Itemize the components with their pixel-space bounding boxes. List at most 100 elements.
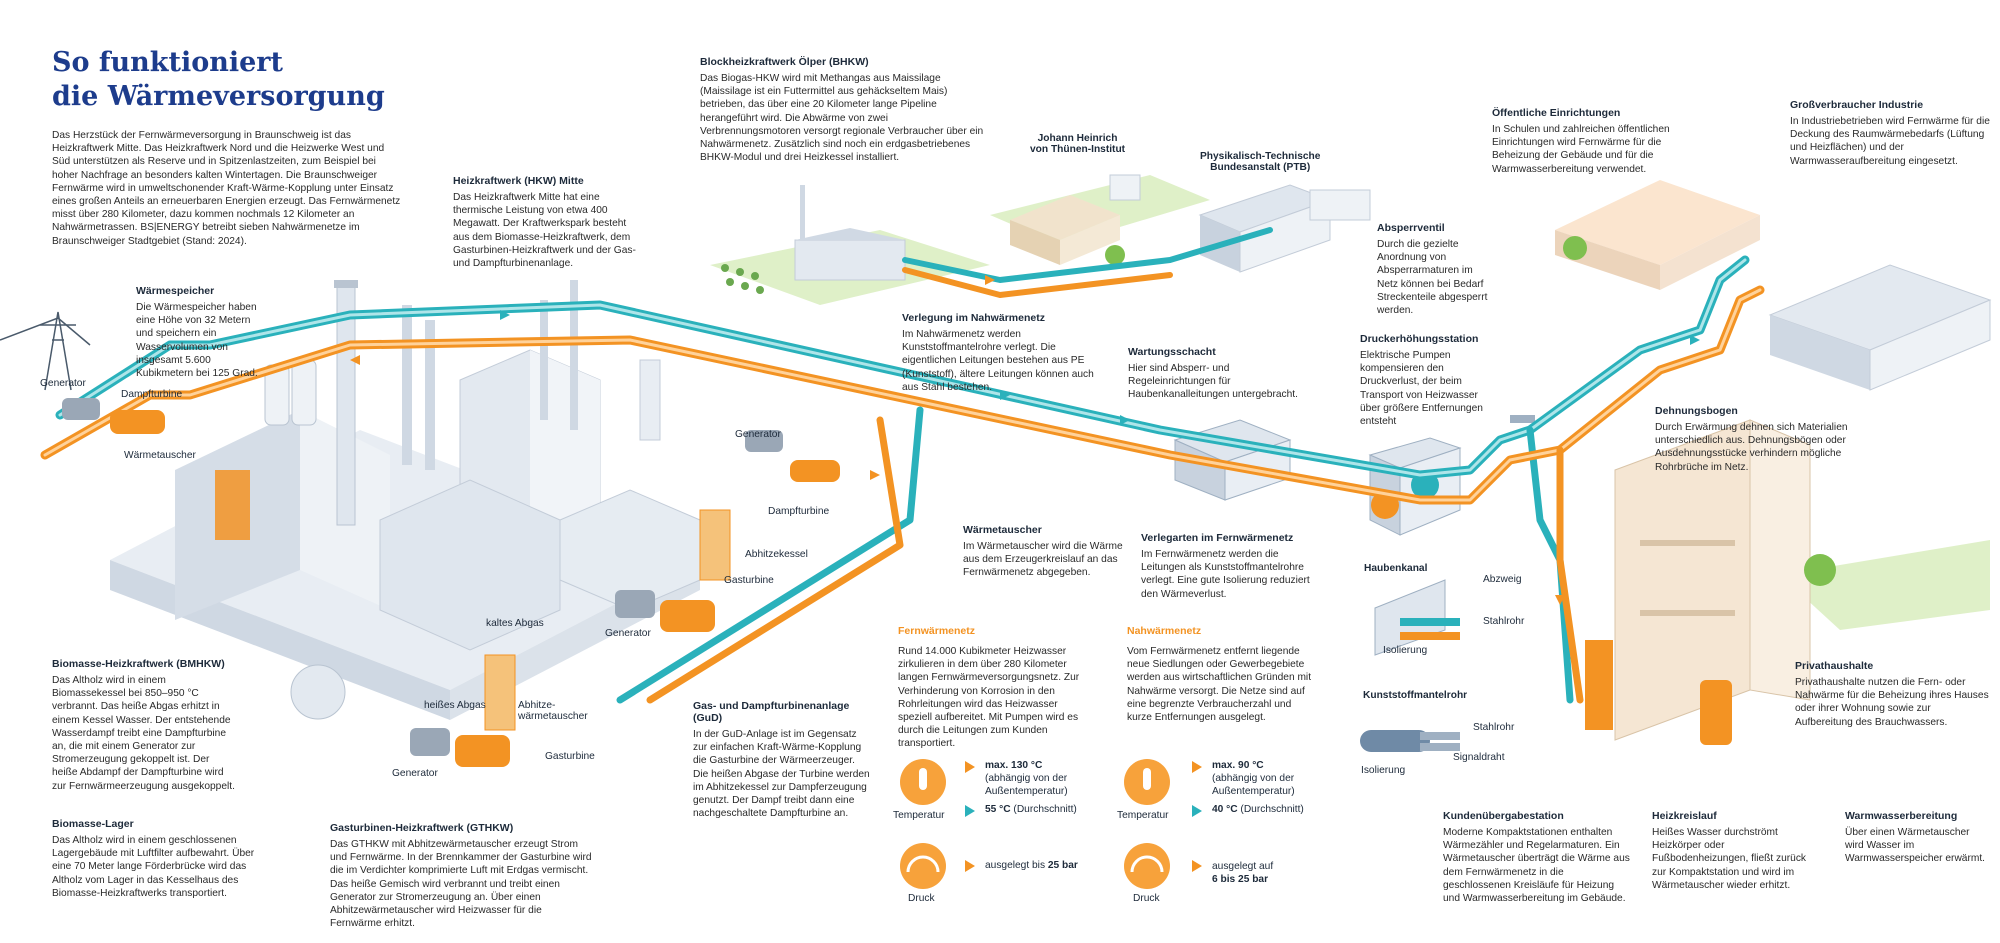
nahwaerme-avg-marker [1192, 805, 1202, 817]
fernwaerme-temp-label: Temperatur [893, 810, 945, 821]
nahwaerme-temp-max-b: (abhängig von der [1212, 773, 1295, 784]
block-gud: Gas- und Dampfturbinenanlage (GuD) In de… [693, 700, 873, 820]
thuenen-institute-building [1010, 174, 1141, 265]
label-thuenen: Johann Heinrich von Thünen-Institut [1030, 133, 1126, 155]
block-bhkw-title: Blockheizkraftwerk Ölper (BHKW) [700, 56, 869, 68]
block-heizkreislauf-text: Heißes Wasser durchströmt Heizkörper ode… [1652, 827, 1807, 891]
industry-building [1768, 264, 1992, 391]
fernwaerme-temp-avg: 55 °C (Durchschnitt) [985, 804, 1077, 815]
fernwaerme-druck: ausgelegt bis 25 bar [985, 860, 1078, 871]
nahwaerme-temp-label: Temperatur [1117, 810, 1169, 821]
label-waermetauscher-1: Wärmetauscher [124, 450, 196, 461]
label-kunststoffmantelrohr: Kunststoffmantelrohr [1363, 690, 1468, 701]
nahwaerme-temp-max-c: Außentemperatur) [1212, 786, 1295, 797]
fernwaerme-druck-a: ausgelegt bis [985, 860, 1048, 871]
label-generator-4: Generator [392, 768, 438, 779]
block-absperrventil-title: Absperrventil [1377, 222, 1445, 234]
fernwaerme-avg-marker [965, 805, 975, 817]
nahwaerme-temp-avg-note: (Durchschnitt) [1237, 804, 1304, 815]
fernwaerme-temp-max-c: Außentemperatur) [985, 786, 1068, 797]
label-stahlrohr-1: Stahlrohr [1483, 616, 1525, 627]
fernwaerme-temp-avg-val: 55 °C [985, 804, 1011, 815]
house-grass [1780, 540, 1990, 630]
kunststoffmantelrohr-detail [1360, 730, 1460, 752]
block-oeffentlich-text: In Schulen und zahlreichen öffentlichen … [1492, 124, 1670, 175]
fernwaerme-temp-max-b: (abhängig von der [985, 773, 1068, 784]
page-title: So funktioniert die Wärmeversorgung [52, 46, 385, 114]
block-biomasse-lager-title: Biomasse-Lager [52, 818, 134, 830]
block-privathaushalte-text: Privathaushalte nutzen die Fern- oder Na… [1795, 677, 1989, 728]
page-title-line1: So funktioniert [52, 47, 283, 78]
label-generator-3: Generator [605, 628, 651, 639]
label-dampfturbine-2: Dampfturbine [768, 506, 830, 517]
block-gthkw-title: Gasturbinen-Heizkraftwerk (GTHKW) [330, 822, 514, 834]
block-industrie-text: In Industriebetrieben wird Fernwärme für… [1790, 116, 1990, 167]
block-wartungsschacht: Wartungsschacht Hier sind Absperr- und R… [1128, 346, 1308, 402]
label-ptb: Physikalisch-Technische Bundesanstalt (P… [1200, 151, 1321, 173]
label-abhitze-wt: Abhitze- wärmetauscher [518, 700, 588, 722]
haubenkanal-detail [1374, 579, 1460, 656]
label-isolierung-2: Isolierung [1361, 765, 1406, 776]
block-privathaushalte: Privathaushalte Privathaushalte nutzen d… [1795, 660, 1990, 729]
block-bmhkw-title: Biomasse-Heizkraftwerk (BMHKW) [52, 658, 225, 670]
block-dehnungsbogen-text: Durch Erwärmung dehnen sich Materialien … [1655, 422, 1848, 473]
block-verlegarten: Verlegarten im Fernwärmenetz Im Fernwärm… [1141, 532, 1316, 601]
pressure-booster-station [1368, 437, 1462, 536]
block-heizkreislauf-title: Heizkreislauf [1652, 810, 1717, 822]
block-waermespeicher: Wärmespeicher Die Wärmespeicher haben ei… [136, 285, 261, 380]
nahwaerme-druck-marker [1192, 860, 1202, 872]
block-absperrventil-text: Durch die gezielte Anordnung von Absperr… [1377, 239, 1488, 317]
block-waermespeicher-text: Die Wärmespeicher haben eine Höhe von 32… [136, 302, 258, 380]
block-industrie-title: Großverbraucher Industrie [1790, 99, 1924, 111]
block-warmwasser: Warmwasserbereitung Über einen Wärmetaus… [1845, 810, 1990, 866]
block-kundenuebergabe-title: Kundenübergabestation [1443, 810, 1564, 822]
block-absperrventil: Absperrventil Durch die gezielte Anordnu… [1377, 222, 1492, 317]
nahwaerme-text: Vom Fernwärmenetz entfernt liegende neue… [1127, 646, 1312, 724]
block-hkw-title: Heizkraftwerk (HKW) Mitte [453, 175, 584, 187]
bhkw-oelper-plant [721, 185, 906, 294]
intro-text: Das Herzstück der Fernwärmeversorgung in… [52, 130, 401, 247]
fernwaerme-druck-b: 25 bar [1047, 860, 1078, 871]
power-plant-complex [110, 280, 701, 720]
local-heating-return-pipe [902, 267, 1173, 298]
fernwaerme-druck-marker [965, 860, 975, 872]
block-gthkw-text: Das GTHKW mit Abhitzewärmetauscher erzeu… [330, 839, 592, 930]
block-privathaushalte-title: Privathaushalte [1795, 660, 1874, 672]
nahwaerme-temp-max-a: max. 90 °C [1212, 760, 1264, 771]
label-stahlrohr-2: Stahlrohr [1473, 722, 1515, 733]
block-oeffentlich-title: Öffentliche Einrichtungen [1492, 107, 1621, 119]
block-bmhkw: Biomasse-Heizkraftwerk (BMHKW) Das Altho… [52, 658, 237, 793]
label-generator-2: Generator [735, 429, 781, 440]
label-isolierung-1: Isolierung [1383, 645, 1428, 656]
block-biomasse-lager-text: Das Altholz wird in einem geschlossenen … [52, 835, 255, 899]
block-gud-title: Gas- und Dampfturbinenanlage (GuD) [693, 700, 850, 724]
label-kaltes-abgas: kaltes Abgas [486, 618, 544, 629]
nahwaerme-temp-avg-val: 40 °C [1212, 804, 1238, 815]
flow-arrows [350, 275, 1700, 605]
label-abhitzekessel: Abhitzekessel [745, 549, 808, 560]
house-supply-pipe [1526, 426, 1574, 704]
label-abzweig: Abzweig [1483, 574, 1522, 585]
block-verlegung-nah-title: Verlegung im Nahwärmenetz [902, 312, 1045, 324]
block-bhkw: Blockheizkraftwerk Ölper (BHKW) Das Biog… [700, 56, 990, 164]
label-signaldraht: Signaldraht [1453, 752, 1505, 763]
block-gthkw: Gasturbinen-Heizkraftwerk (GTHKW) Das GT… [330, 822, 595, 930]
block-kundenuebergabe: Kundenübergabestation Moderne Kompaktsta… [1443, 810, 1633, 905]
block-verlegarten-title: Verlegarten im Fernwärmenetz [1141, 532, 1294, 544]
label-generator-1: Generator [40, 378, 86, 389]
power-pylons [0, 311, 91, 391]
info-icons [900, 759, 1170, 889]
return-pipe-main-highlight [43, 288, 1762, 502]
fernwaerme-max-marker [965, 761, 975, 773]
nahwaerme-druck-a: ausgelegt auf [1212, 861, 1274, 872]
label-gasturbine-1: Gasturbine [724, 575, 774, 586]
nahwaerme-temp-avg: 40 °C (Durchschnitt) [1212, 804, 1304, 815]
block-hkw: Heizkraftwerk (HKW) Mitte Das Heizkraftw… [453, 175, 643, 270]
label-haubenkanal: Haubenkanal [1364, 563, 1428, 574]
turbine-generator-sets [62, 398, 840, 767]
block-gud-text: In der GuD-Anlage ist im Gegensatz zur e… [693, 729, 870, 820]
block-wartungsschacht-text: Hier sind Absperr- und Regeleinrichtunge… [1128, 363, 1298, 401]
fernwaerme-temp-avg-note: (Durchschnitt) [1010, 804, 1077, 815]
local-heating-supply-pipe [902, 227, 1273, 283]
